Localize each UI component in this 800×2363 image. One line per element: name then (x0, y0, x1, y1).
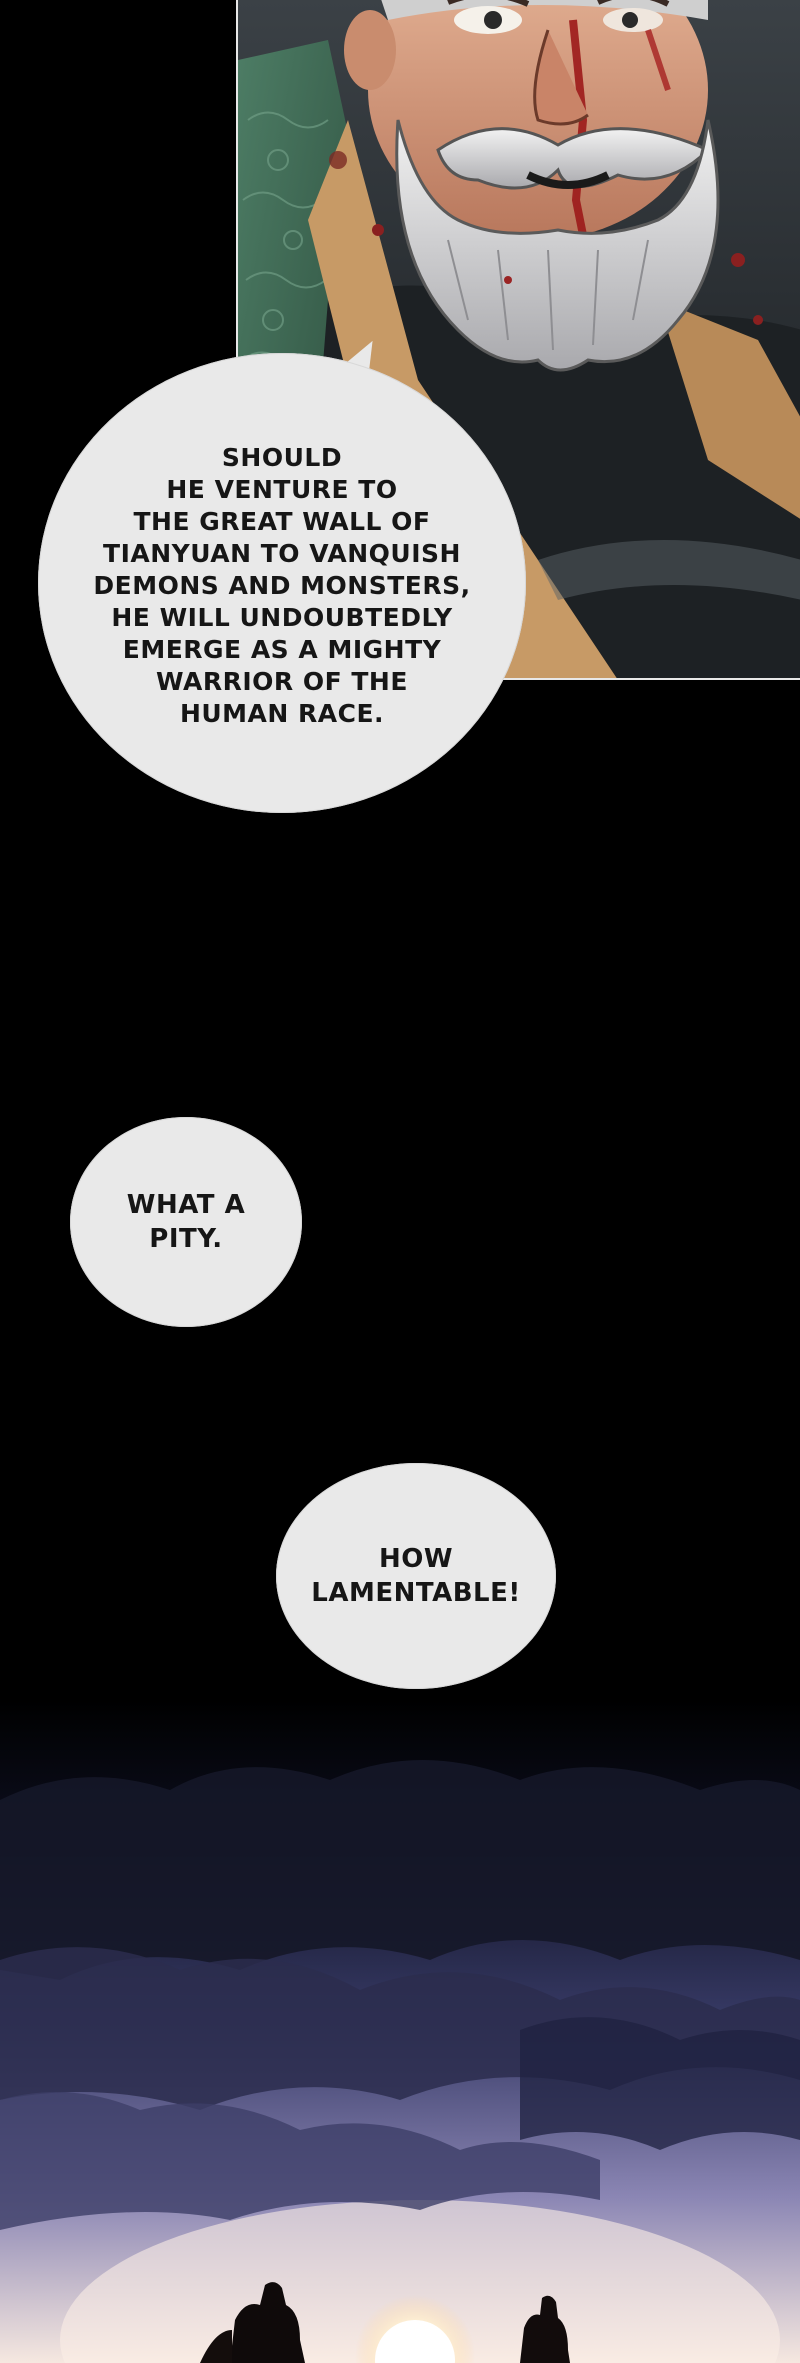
speech-bubble-text: How lamentable! (311, 1544, 521, 1608)
sunset-illustration (0, 1700, 800, 2363)
speech-bubble-text: What a pity. (126, 1190, 246, 1254)
speech-bubble-prophecy: Should he venture to the great wall of T… (38, 353, 526, 813)
speech-bubble-pity: What a pity. (70, 1117, 302, 1327)
speech-bubble-lament: How lamentable! (276, 1463, 556, 1689)
speech-bubble-text: Should he venture to the great wall of T… (93, 443, 471, 728)
sunset-sky-panel (0, 1700, 800, 2363)
